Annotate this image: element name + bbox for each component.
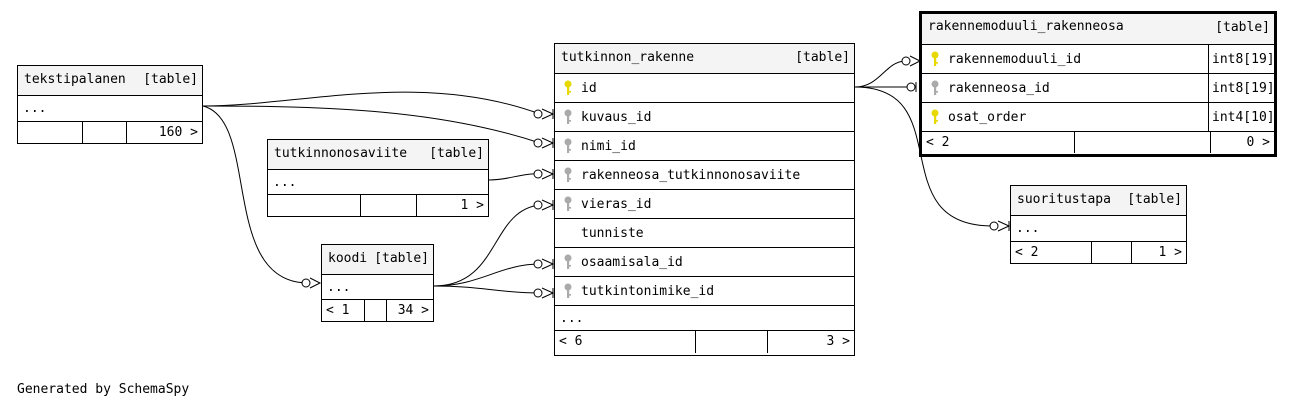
table-kind: [table]: [374, 251, 429, 266]
child-count: 160 >: [126, 122, 202, 143]
foreign-key-icon: [564, 254, 572, 269]
column-name: osaamisala_id: [581, 255, 683, 270]
column-name: rakenneosa_tutkinnonosaviite: [581, 168, 801, 183]
foreign-key-icon: [564, 109, 572, 124]
table-tutkinnon-rakenne[interactable]: tutkinnon_rakenne [table] id kuvaus_id n…: [554, 43, 855, 356]
column-name: id: [581, 81, 597, 96]
column-name: tunniste: [581, 226, 644, 241]
table-kind: [table]: [1127, 192, 1182, 207]
more-columns: ...: [268, 169, 488, 194]
generated-by-label: Generated by SchemaSpy: [17, 382, 190, 397]
table-kind: [table]: [143, 72, 198, 87]
table-suoritustapa[interactable]: suoritustapa [table] ... < 2 1 >: [1010, 185, 1187, 264]
child-count: 0 >: [1210, 132, 1274, 153]
edge-koodi-vieras: [433, 204, 541, 287]
table-header: rakennemoduuli_rakenneosa [table]: [922, 14, 1274, 44]
table-footer: 160 >: [18, 121, 202, 143]
primary-key-icon: [931, 51, 939, 66]
table-name: tutkinnon_rakenne: [561, 50, 695, 65]
table-koodi[interactable]: koodi [table] ... < 1 34 >: [321, 244, 434, 322]
child-count: 3 >: [767, 331, 854, 353]
foreign-key-icon: [931, 80, 939, 95]
column-row[interactable]: tunniste: [555, 218, 854, 247]
table-kind: [table]: [795, 50, 850, 65]
column-name: rakenneosa_id: [948, 81, 1050, 96]
child-count: 34 >: [386, 300, 433, 321]
table-name: tekstipalanen: [24, 72, 126, 87]
column-name: rakennemoduuli_id: [948, 52, 1082, 67]
edge-rakenne-moduuli: [854, 60, 906, 88]
table-kind: [table]: [429, 146, 484, 161]
table-footer: < 2 0 >: [922, 131, 1274, 153]
edge-tekstipalanen-koodi: [202, 105, 307, 284]
table-rakennemoduuli-rakenneosa[interactable]: rakennemoduuli_rakenneosa [table] rakenn…: [919, 11, 1277, 157]
table-header: tutkinnonosaviite [table]: [268, 140, 488, 169]
table-footer: < 2 1 >: [1011, 241, 1186, 263]
table-tekstipalanen[interactable]: tekstipalanen [table] ... 160 >: [17, 65, 203, 144]
table-header: suoritustapa [table]: [1011, 186, 1186, 215]
more-columns: ...: [555, 305, 854, 330]
column-type: int4[10]: [1208, 103, 1275, 131]
edge-rakenne-suoritustapa: [854, 86, 996, 227]
parent-count: < 1: [326, 303, 350, 318]
column-name: nimi_id: [581, 139, 636, 154]
edge-tutkinnonosaviite: [488, 173, 541, 181]
table-tutkinnonosaviite[interactable]: tutkinnonosaviite [table] ... 1 >: [267, 139, 489, 217]
more-columns: ...: [18, 95, 202, 121]
child-count: 1 >: [1131, 242, 1186, 263]
parent-count: < 2: [1015, 245, 1039, 260]
parent-count: < 2: [926, 135, 950, 150]
column-row[interactable]: tutkintonimike_id: [555, 276, 854, 305]
edge-koodi-tutkintonimike: [433, 285, 541, 294]
table-header: tekstipalanen [table]: [18, 66, 202, 95]
column-row[interactable]: vieras_id: [555, 189, 854, 218]
table-footer: < 6 3 >: [555, 330, 854, 353]
primary-key-icon: [564, 80, 572, 95]
column-row[interactable]: id: [555, 73, 854, 102]
parent-count: < 6: [559, 334, 583, 349]
column-name: tutkintonimike_id: [581, 284, 715, 299]
table-header: koodi [table]: [322, 245, 433, 274]
edge-tekstipalanen-nimi: [202, 105, 541, 144]
foreign-key-icon: [564, 138, 572, 153]
primary-key-icon: [931, 109, 939, 124]
edge-koodi-osaamisala: [433, 263, 541, 287]
column-name: osat_order: [948, 110, 1027, 125]
table-name: koodi: [328, 251, 368, 266]
more-columns: ...: [1011, 215, 1186, 241]
edge-tekstipalanen-kuvaus: [202, 91, 541, 115]
column-name: kuvaus_id: [581, 110, 652, 125]
foreign-key-icon: [564, 167, 572, 182]
column-row[interactable]: kuvaus_id: [555, 102, 854, 131]
column-row[interactable]: nimi_id: [555, 131, 854, 160]
table-header: tutkinnon_rakenne [table]: [555, 44, 854, 73]
child-count: 1 >: [416, 195, 488, 216]
column-row[interactable]: rakennemoduuli_id int8[19]: [922, 44, 1275, 73]
table-kind: [table]: [1215, 20, 1270, 35]
table-name: suoritustapa: [1017, 192, 1111, 207]
column-type: int8[19]: [1208, 74, 1275, 102]
column-row[interactable]: osat_order int4[10]: [922, 102, 1275, 131]
column-name: vieras_id: [581, 197, 652, 212]
table-footer: 1 >: [268, 194, 488, 216]
more-columns: ...: [322, 274, 433, 299]
foreign-key-icon: [564, 196, 572, 211]
column-row[interactable]: rakenneosa_id int8[19]: [922, 73, 1275, 102]
table-name: rakennemoduuli_rakenneosa: [928, 19, 1124, 34]
column-type: int8[19]: [1208, 45, 1275, 73]
table-name: tutkinnonosaviite: [274, 146, 408, 161]
column-row[interactable]: rakenneosa_tutkinnonosaviite: [555, 160, 854, 189]
table-footer: < 1 34 >: [322, 299, 433, 321]
foreign-key-icon: [564, 283, 572, 298]
column-row[interactable]: osaamisala_id: [555, 247, 854, 276]
